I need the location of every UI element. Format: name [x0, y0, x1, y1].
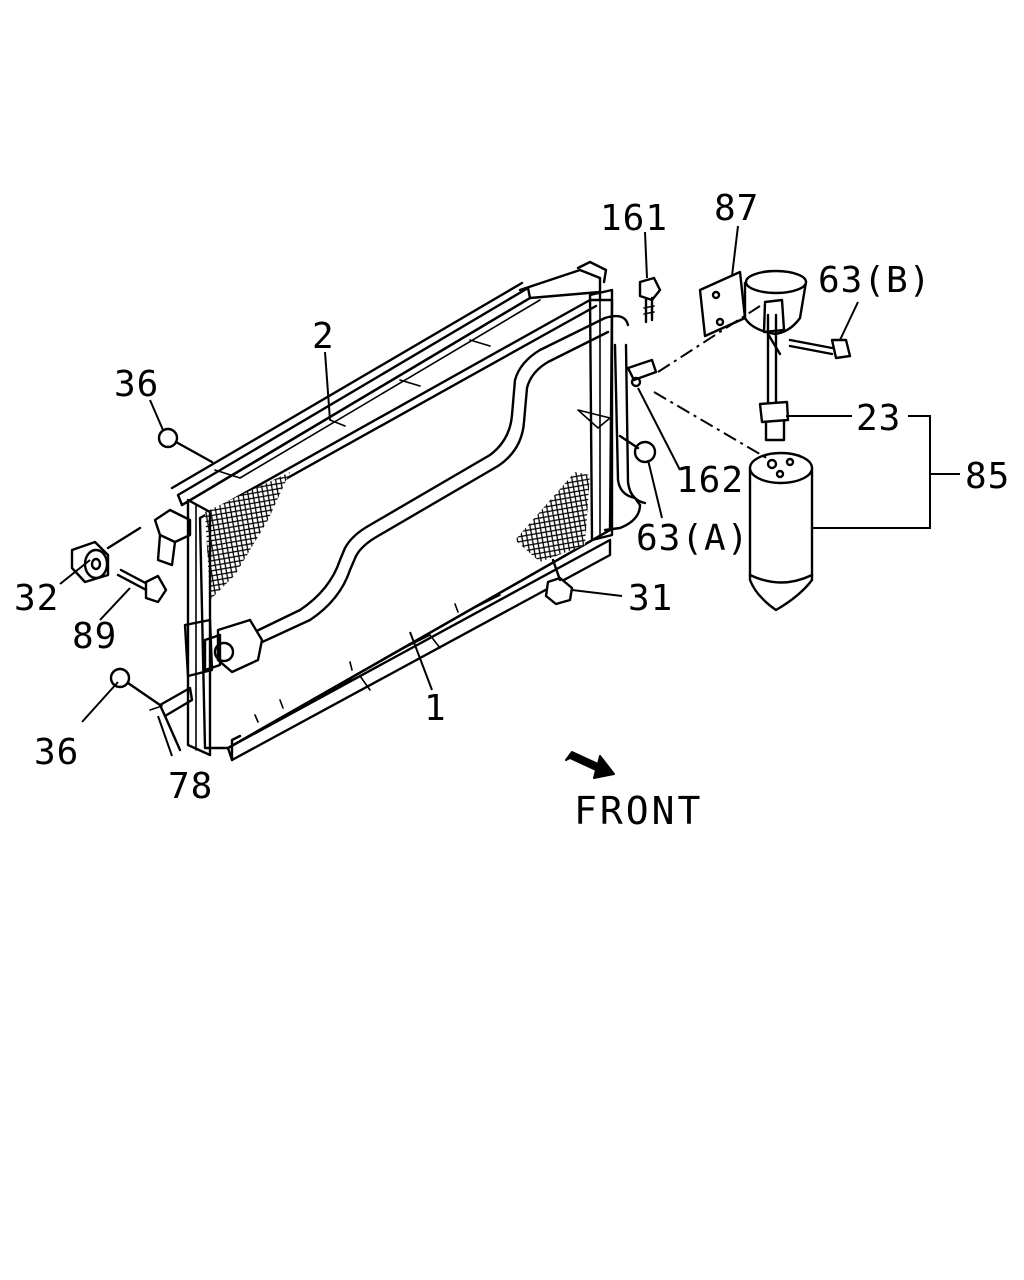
alignment-line-upper — [657, 305, 761, 373]
receiver-bracket-87 — [698, 269, 808, 356]
callout-161: 161 — [600, 198, 668, 239]
pressure-switch-23 — [758, 298, 790, 442]
bolt-36-lower — [109, 667, 162, 707]
bolt-89 — [116, 568, 168, 604]
bolt-36-upper — [157, 427, 214, 464]
callout-63b: 63(B) — [818, 260, 931, 301]
upper-mount-bracket — [153, 508, 192, 567]
callout-162: 162 — [676, 460, 744, 501]
callout-31: 31 — [628, 578, 673, 619]
upper-support-rail — [170, 260, 608, 507]
left-header-tank — [183, 498, 214, 757]
screw-63a — [577, 409, 657, 464]
leader-lines — [59, 225, 960, 757]
bolt-161 — [638, 276, 662, 324]
right-header-tank — [588, 288, 614, 542]
alignment-line-lower — [653, 391, 771, 461]
front-label: FRONT — [574, 789, 703, 833]
clip-31 — [544, 558, 574, 606]
callout-78: 78 — [168, 766, 213, 807]
callout-1: 1 — [424, 688, 447, 729]
bracket-162 — [626, 358, 658, 388]
receiver-drier-85 — [748, 451, 814, 612]
rubber-bushing-32 — [70, 526, 142, 584]
lower-mount-bracket — [149, 686, 194, 752]
callout-89: 89 — [72, 616, 117, 657]
condenser-assembly — [149, 260, 647, 762]
callout-87: 87 — [714, 188, 759, 229]
screw-63b — [788, 338, 852, 360]
callout-2: 2 — [312, 316, 335, 357]
core-mesh-right — [515, 472, 590, 562]
callout-36-upper: 36 — [114, 364, 159, 405]
core-mesh-left — [205, 472, 290, 600]
callout-32: 32 — [14, 578, 59, 619]
inlet-fitting — [203, 618, 264, 674]
callout-63a: 63(A) — [636, 518, 749, 559]
callout-23: 23 — [856, 398, 901, 439]
lower-support-rail — [226, 538, 612, 762]
front-direction-indicator: FRONT — [565, 751, 703, 833]
refrigerant-pipe — [236, 314, 630, 642]
callout-36-lower: 36 — [34, 732, 79, 773]
front-arrow-icon — [565, 751, 615, 779]
callout-85: 85 — [965, 456, 1010, 497]
